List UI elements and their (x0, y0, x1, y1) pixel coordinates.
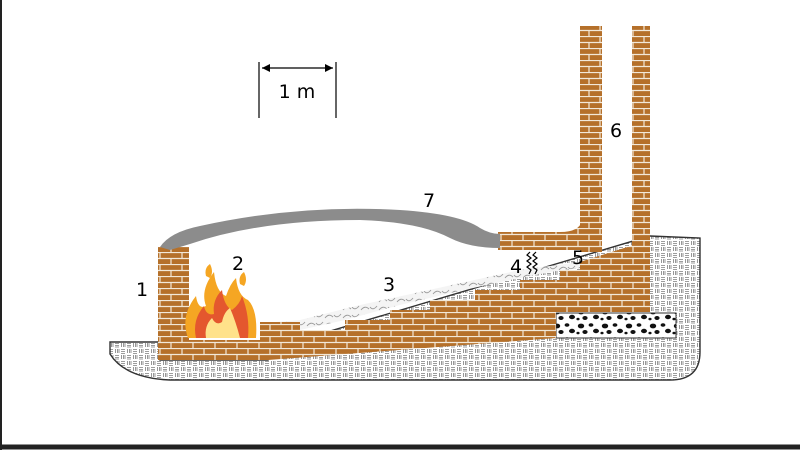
flue-top (498, 220, 602, 250)
ware-load (275, 262, 580, 330)
firebox-floor (158, 340, 268, 360)
label-7: 7 (423, 190, 435, 212)
label-3: 3 (383, 274, 395, 296)
flame-passage-2 (532, 251, 538, 275)
gravel-layer (555, 312, 677, 339)
label-6: 6 (610, 120, 622, 142)
scale-bar-label: 1 m (279, 81, 316, 103)
kiln-dome (160, 208, 500, 250)
scale-bar: 1 m (258, 62, 337, 118)
label-1: 1 (136, 279, 148, 301)
fire-icon (185, 264, 257, 338)
chimney-base (580, 262, 650, 312)
firebox-wall (158, 247, 189, 347)
label-5: 5 (572, 247, 584, 269)
label-4: 4 (510, 256, 522, 278)
chimney-right-wall (632, 26, 650, 262)
label-2: 2 (232, 253, 244, 275)
sloped-chamber-floor (268, 240, 650, 360)
flame-passage (526, 251, 532, 275)
chimney-left-wall (580, 26, 602, 252)
